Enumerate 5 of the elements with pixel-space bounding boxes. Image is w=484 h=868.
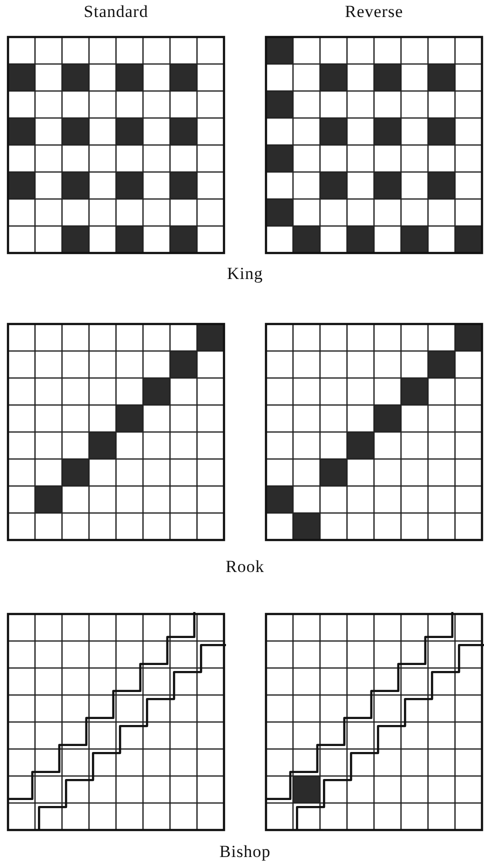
row-heading: Rook <box>226 557 264 577</box>
column-heading: Reverse <box>344 2 404 22</box>
row-heading: King <box>227 264 263 284</box>
column-heading: Standard <box>84 2 148 22</box>
row-heading: Bishop <box>219 842 271 862</box>
